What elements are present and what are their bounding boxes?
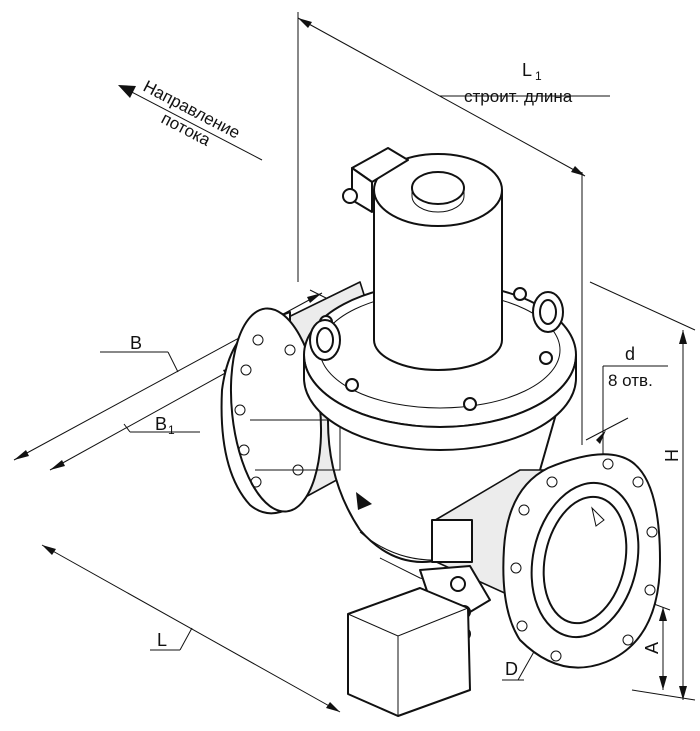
solenoid-cap: [411, 171, 465, 205]
flow-mark-icon: [356, 492, 372, 510]
B1-label: B: [155, 414, 167, 434]
cover-rim: [303, 354, 577, 451]
D-label: D: [505, 659, 518, 679]
d-label: d: [625, 344, 635, 364]
dimension-L: L: [41, 544, 341, 713]
cover-bolt-icon: [345, 378, 359, 392]
dimension-L1: L 1 строит. длина: [297, 12, 610, 445]
L1-label: L: [522, 60, 532, 80]
dimension-d: d 8 отв.: [585, 344, 668, 460]
L-label: L: [157, 630, 167, 650]
outlet-seat: [591, 506, 605, 527]
switch-box: [347, 587, 471, 717]
cover-bolt-icon: [513, 287, 527, 301]
position-switch: [347, 557, 491, 717]
solenoid: [342, 147, 503, 371]
d-note: 8 отв.: [608, 371, 653, 390]
B1-subscript: 1: [168, 423, 175, 437]
cable-gland-icon: [342, 188, 358, 204]
flow-arrow-line: [123, 87, 263, 161]
outlet-boss: [431, 519, 473, 563]
L1-subscript: 1: [535, 69, 542, 83]
flow-arrow-head: [118, 85, 136, 98]
flow-direction: Направление потока: [118, 77, 263, 161]
switch-screw-icon: [450, 576, 466, 592]
B-label: B: [130, 333, 142, 353]
outlet-bore: [542, 495, 628, 625]
cover-plate: [303, 282, 577, 451]
H-label: H: [662, 449, 682, 462]
cover-bolt-icon: [539, 351, 553, 365]
solenoid-cylinder: [373, 189, 503, 371]
dimension-B1: B 1: [49, 365, 239, 471]
dimension-H: H: [589, 281, 696, 701]
L1-note: строит. длина: [464, 87, 573, 106]
outlet-flange: [431, 453, 661, 669]
cover-bolt-icon: [463, 397, 477, 411]
A-label: A: [642, 642, 662, 654]
